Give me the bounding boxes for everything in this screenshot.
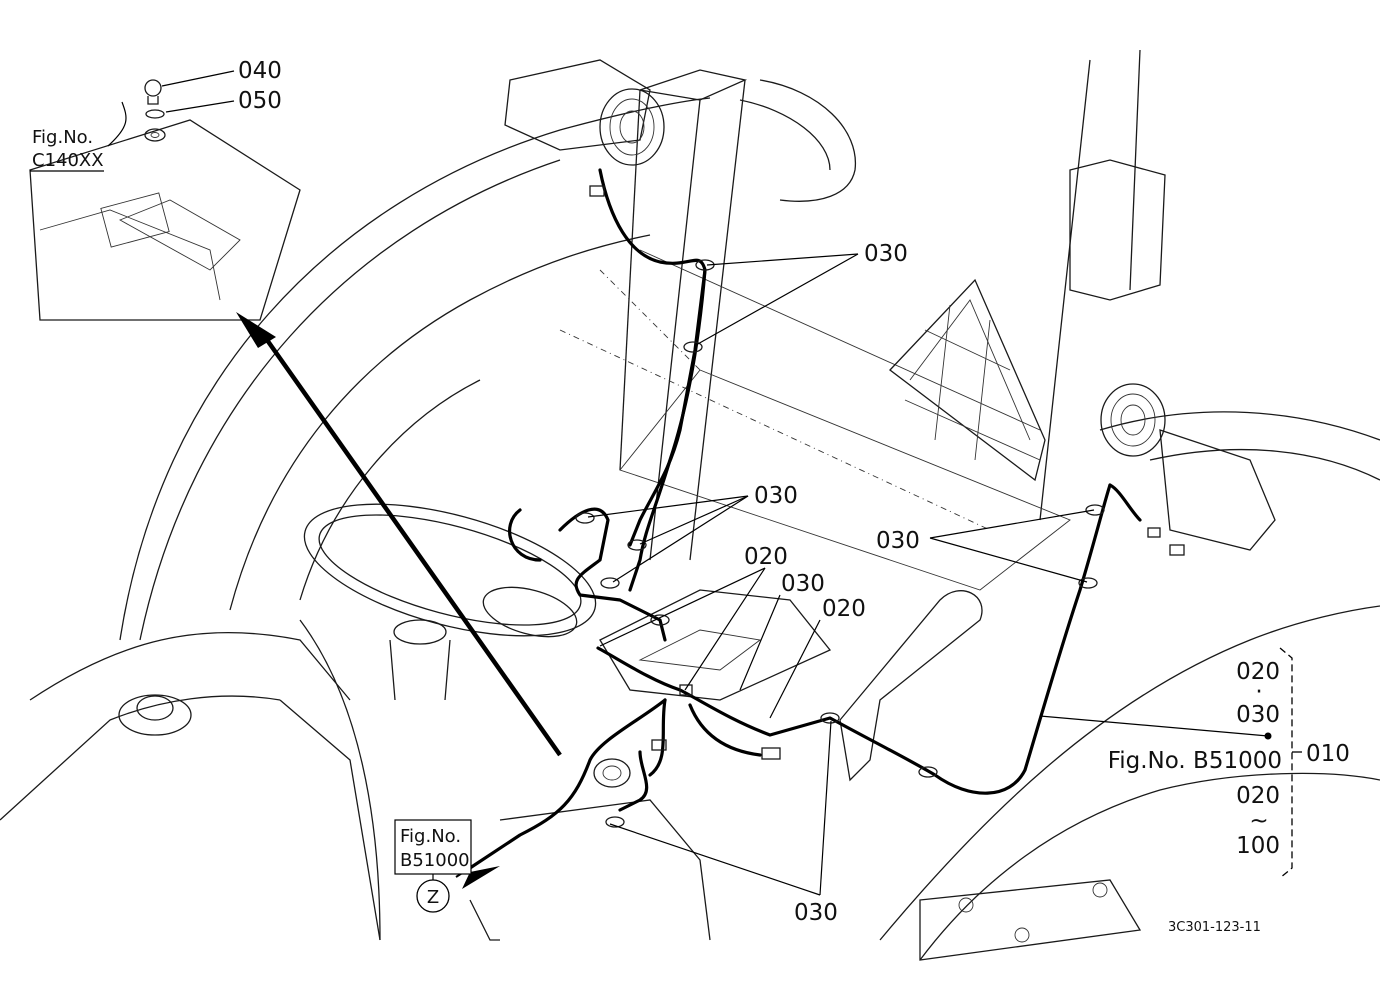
part-label-030-center: 030 [754,483,798,509]
drawing-code: 3C301-123-11 [1168,920,1261,935]
part-label-030-top: 030 [864,241,908,267]
figure-reference-c140xx: Fig.No. C140XX [32,127,104,171]
harness-clamps [575,259,1105,828]
legend-assembly-number: 010 [1306,741,1350,767]
fig-ref-b51000-line2: B51000 [400,850,470,871]
fig-ref-c140-line1: Fig.No. [32,127,93,148]
harness-connectors [589,185,1185,760]
legend-bracket [1264,647,1302,879]
part-label-020-a: 020 [744,544,788,570]
leader-lines [30,70,1269,896]
part-label-020-b: 020 [822,596,866,622]
legend-range-b-end: 100 [1236,833,1280,859]
reference-arrows [236,312,562,889]
part-label-040: 040 [238,58,282,84]
part-label-030-bottom: 030 [794,900,838,926]
legend-range-b-sep: ~ [1249,808,1268,834]
legend-range-a-end: 030 [1236,702,1280,728]
assembly-legend: 020 · 030 Fig.No. B51000 010 020 ~ 100 [1108,659,1350,859]
legend-range-b-start: 020 [1236,783,1280,809]
wiring-harness [468,168,1185,870]
tractor-line-art [0,49,1380,961]
legend-range-a-start: 020 [1236,659,1280,685]
view-marker-label: Z [427,887,439,908]
part-label-030-mid: 030 [781,571,825,597]
part-label-050: 050 [238,88,282,114]
part-labels: 040 050 030 030 030 020 030 020 030 [238,58,920,926]
legend-range-a-sep: · [1255,679,1262,705]
legend-figure-ref: Fig.No. B51000 [1108,748,1282,774]
fig-ref-c140-line2: C140XX [32,150,104,171]
figure-reference-b51000-box: Fig.No. B51000 Z [394,819,472,913]
fig-ref-b51000-line1: Fig.No. [400,826,461,847]
part-label-030-right: 030 [876,528,920,554]
view-marker-circle [416,879,450,913]
